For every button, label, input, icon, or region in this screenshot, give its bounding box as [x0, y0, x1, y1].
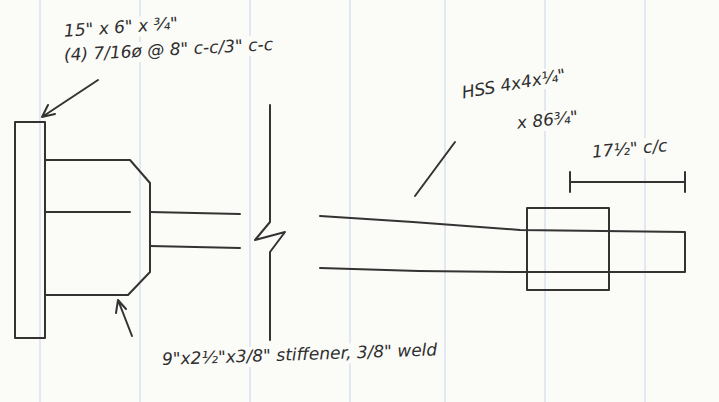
stiffener	[45, 160, 150, 295]
dimension-note: x 86¾"	[514, 107, 581, 133]
hss-right	[320, 216, 685, 272]
break-line	[255, 105, 285, 340]
dimension-note: (4) 7/16ø @ 8" c-c/3" c-c	[61, 35, 275, 66]
leader-arrow	[42, 80, 98, 117]
leader-arrow	[116, 300, 132, 336]
dimension-note: 17½" c/c	[589, 136, 670, 162]
end-plate	[527, 208, 609, 290]
leader-line	[415, 142, 455, 196]
dimension-line	[570, 172, 685, 192]
base-plate	[15, 122, 45, 338]
dimension-note: HSS 4x4x¼"	[458, 65, 569, 103]
hss-left	[45, 212, 240, 248]
dimension-note: 9"x2½"x3/8" stiffener, 3/8" weld	[160, 340, 440, 369]
grid-paper	[40, 0, 645, 402]
dimension-note: 15" x 6" x ¾"	[61, 14, 180, 42]
